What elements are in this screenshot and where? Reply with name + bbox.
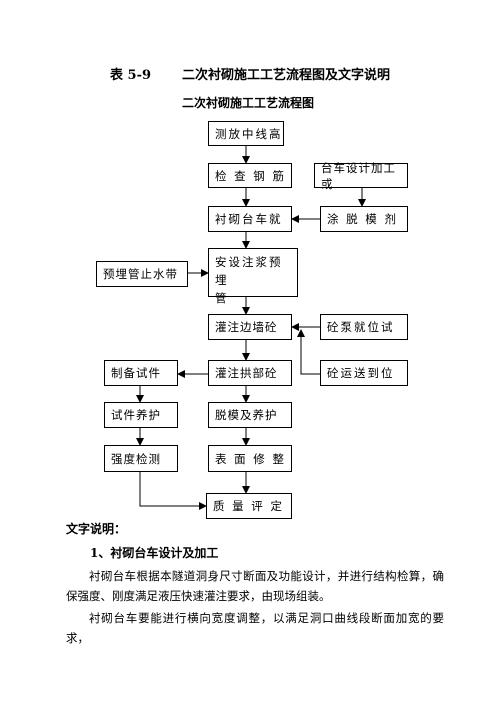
step-pour-wall: 灌注边墙砼 — [208, 314, 292, 340]
step-quality: 质 量 评 定 — [206, 493, 292, 519]
arrow-strength-quality — [139, 472, 207, 510]
paragraph-1: 衬砌台车根据本隧道洞身尺寸断面及功能设计，并进行结构检算，确保强度、刚度满足液压… — [66, 569, 444, 603]
step-transport: 砼运送到位 — [320, 360, 408, 386]
step-waterstop: 预埋管止水带 — [96, 261, 188, 287]
step-make-specimen: 制备试件 — [104, 360, 178, 386]
step-demold-cure: 脱模及养护 — [208, 402, 292, 428]
section-heading-1: 1、衬砌台车设计及加工 — [90, 546, 219, 560]
text-section-label: 文字说明： — [66, 522, 127, 536]
step-install-grout: 安设注浆预 埋 管 — [208, 248, 298, 305]
step-release-agent: 涂 脱 模 剂 — [320, 206, 408, 232]
arrow-transport-up — [297, 329, 320, 375]
flowchart-subtitle: 二次衬砌施工工艺流程图 — [181, 96, 314, 110]
step-strength-test: 强度检测 — [104, 445, 178, 472]
step-trolley-place: 衬砌台车就 — [208, 206, 292, 232]
step-pump-test: 砼泵就位试 — [320, 314, 408, 340]
step-specimen-cure: 试件养护 — [104, 402, 178, 428]
table-name: 二次衬砌施工工艺流程图及文字说明 — [182, 68, 391, 83]
step-check-rebar: 检 查 钢 筋 — [208, 163, 292, 188]
step-surface-fix: 表 面 修 整 — [208, 445, 292, 472]
paragraph-2: 衬砌台车要能进行横向宽度调整，以满足洞口曲线段断面加宽的要求， — [66, 611, 444, 645]
step-trolley-design: 台车设计加工或 — [314, 161, 408, 191]
table-number: 表 5-9 — [110, 68, 152, 83]
step-pour-arch: 灌注拱部砼 — [208, 360, 292, 386]
step-measure: 测放中线高 — [208, 121, 284, 146]
